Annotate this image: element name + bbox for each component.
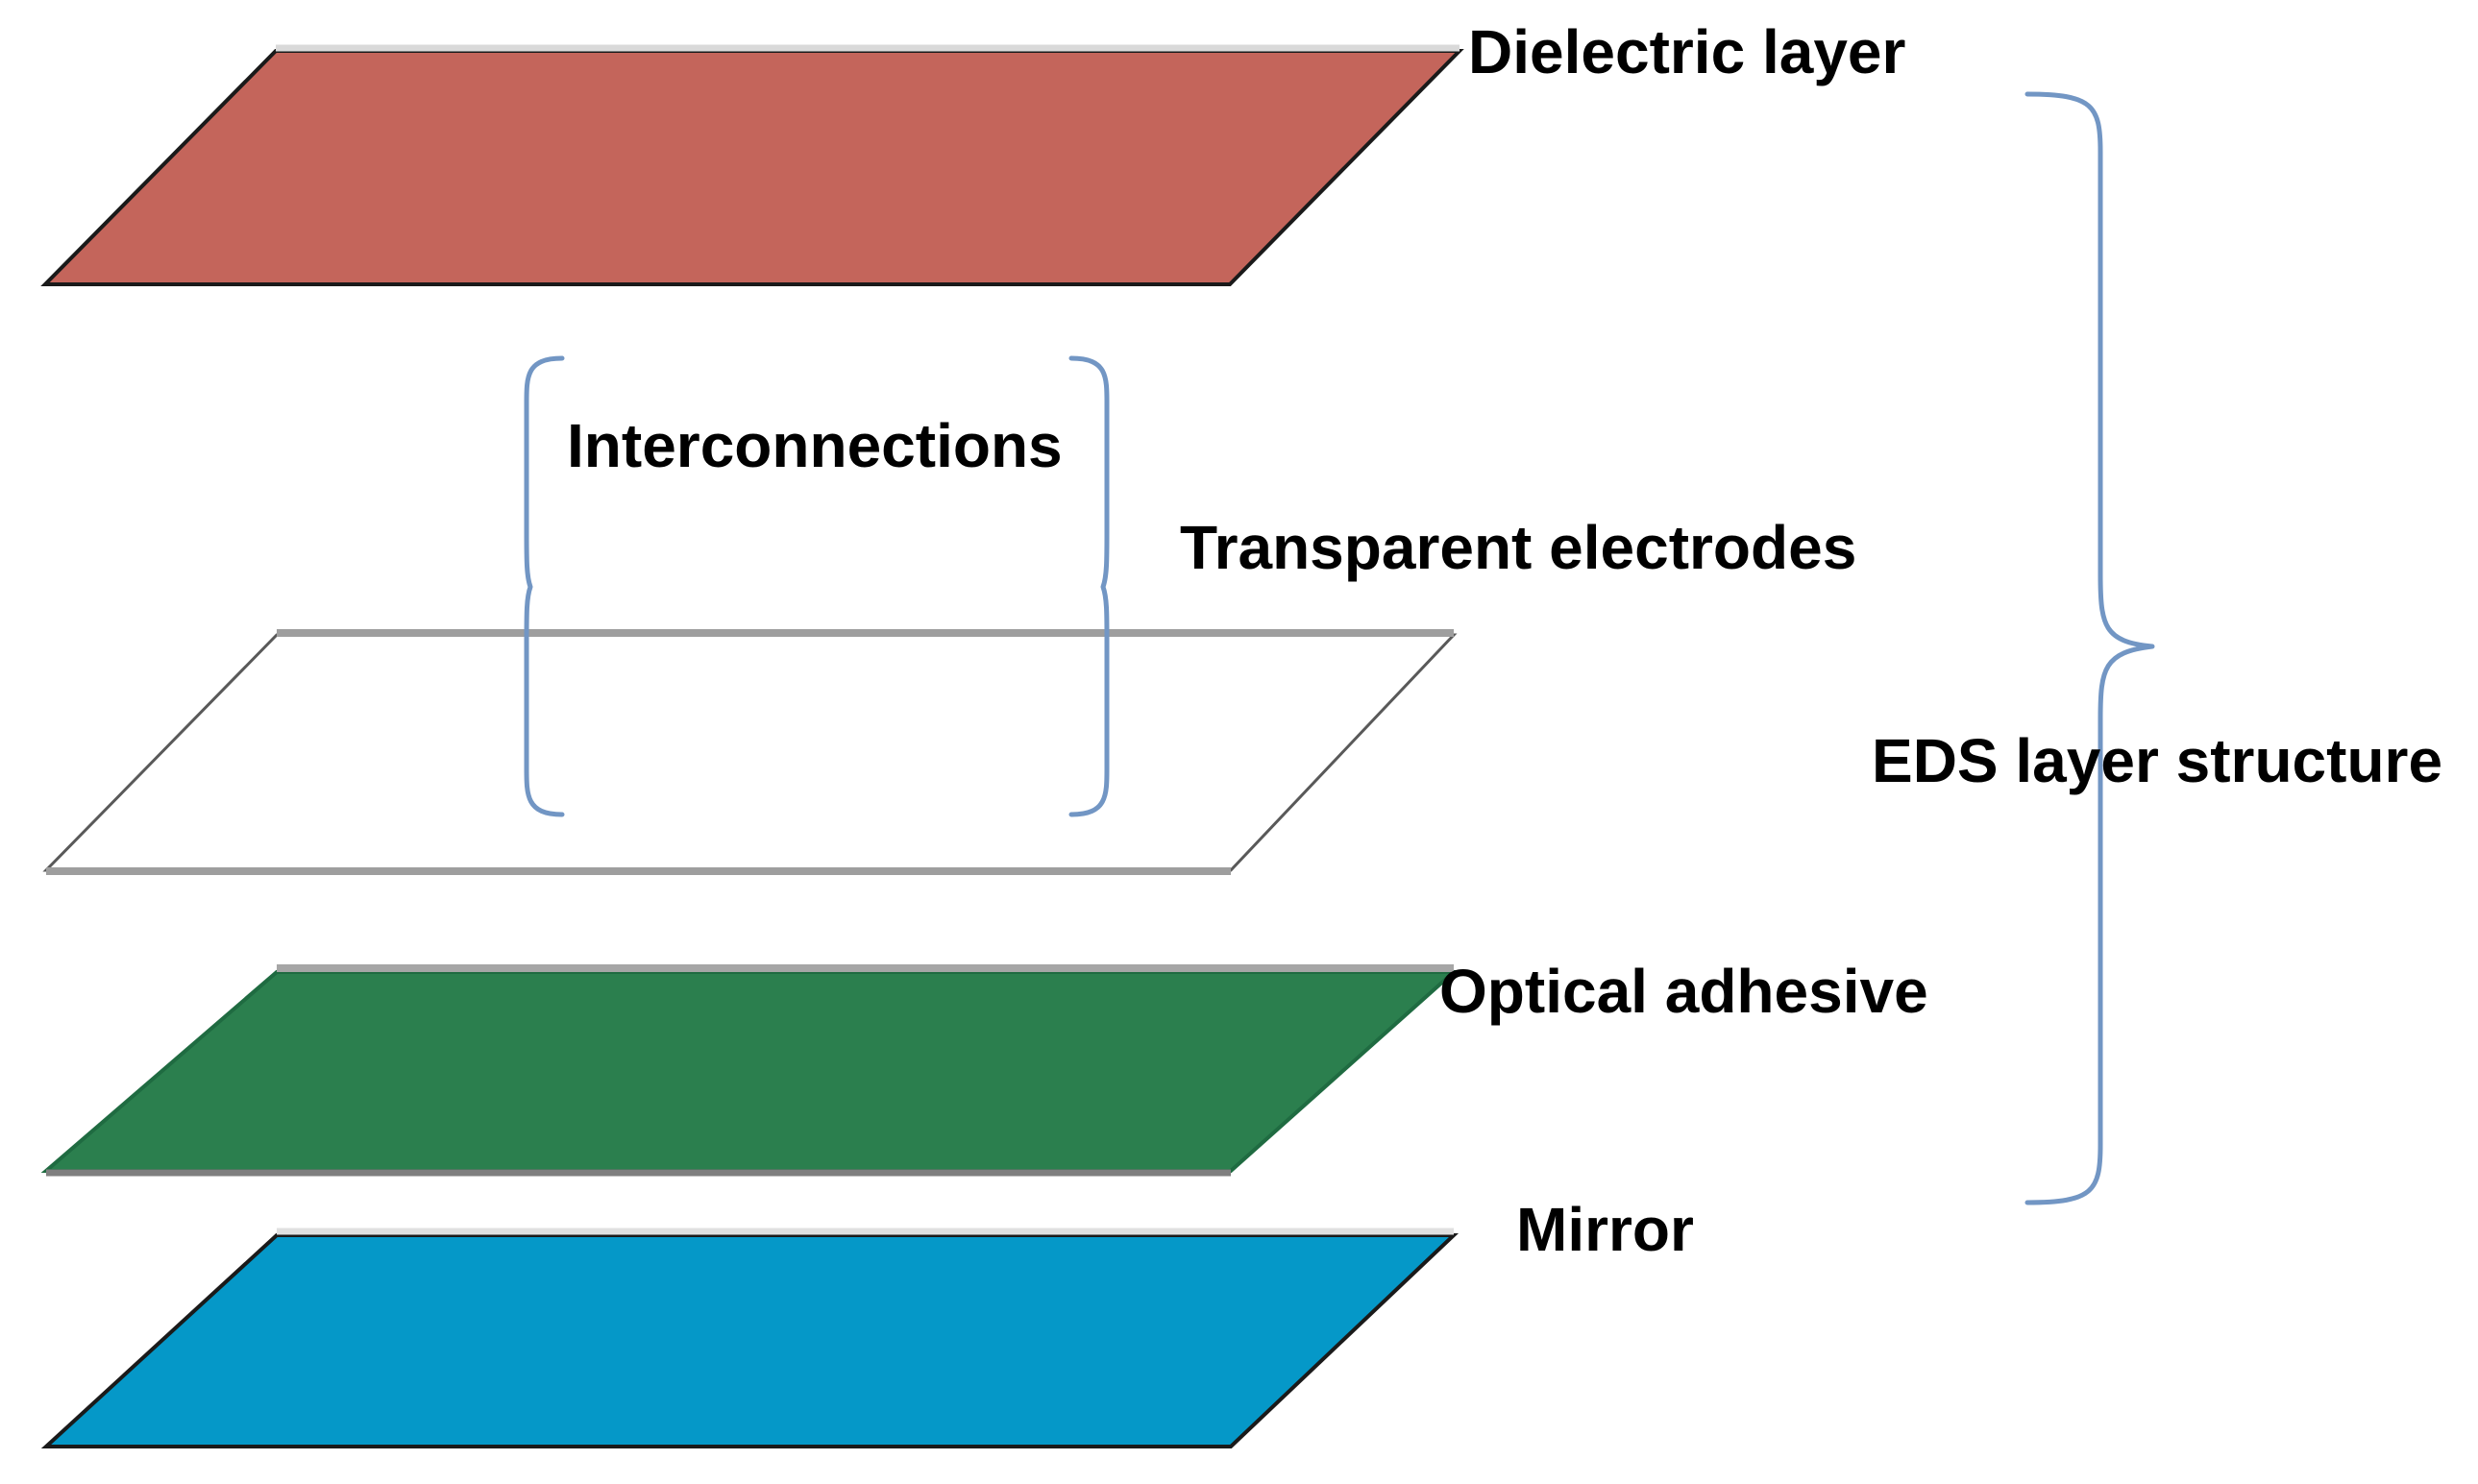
interconnections-left-bracket-icon: [524, 355, 565, 817]
layer-shape-dielectric[interactable]: [40, 49, 1464, 286]
layer-shape-optical-adhesive[interactable]: [40, 970, 1460, 1173]
label-optical-adhesive: Optical adhesive: [1439, 957, 1928, 1026]
label-interconnections: Interconnections: [567, 411, 1063, 480]
label-mirror: Mirror: [1516, 1195, 1694, 1264]
eds-structure-bracket-icon: [2024, 91, 2155, 1205]
label-dielectric-layer: Dielectric layer: [1468, 17, 1906, 86]
label-eds-layer-structure: EDS layer structure: [1872, 726, 2443, 795]
layer-shape-transparent-electrodes[interactable]: [42, 633, 1458, 872]
interconnections-right-bracket-icon: [1068, 355, 1110, 817]
layer-shape-mirror[interactable]: [40, 1233, 1460, 1448]
label-transparent-electrodes: Transparent electrodes: [1180, 513, 1857, 582]
